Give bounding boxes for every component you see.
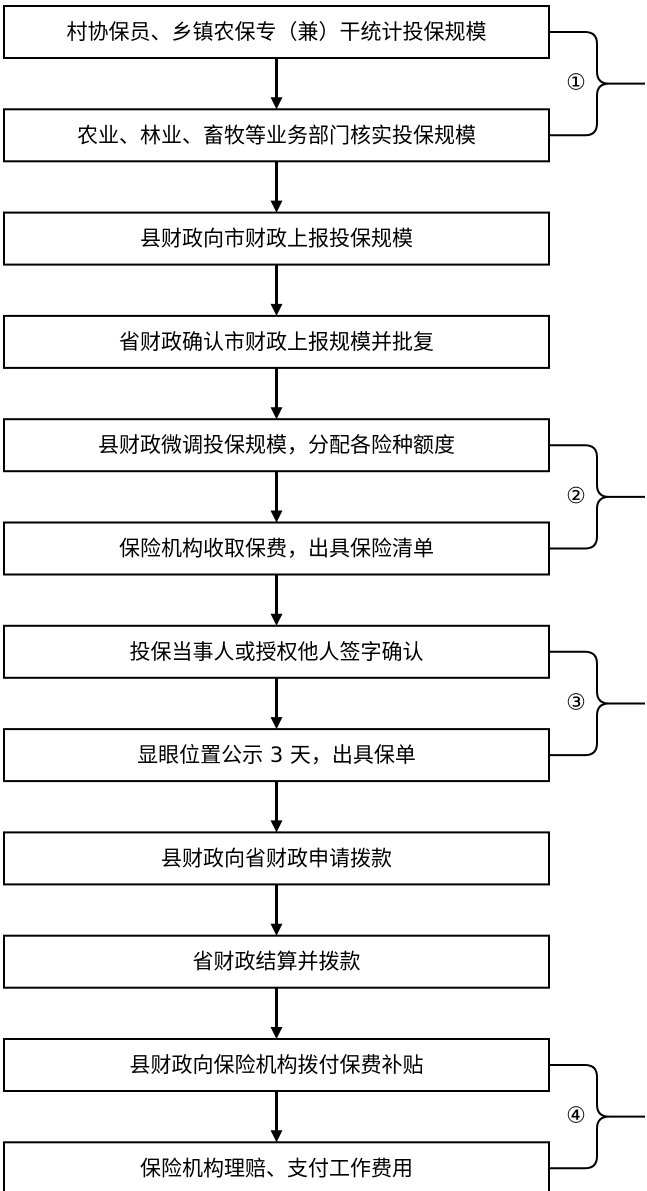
step-label: 农业、林业、畜牧等业务部门核实投保规模 [77, 123, 476, 147]
flow-arrow-head [270, 97, 283, 110]
step-label: 投保当事人或授权他人签字确认 [130, 640, 424, 664]
flow-arrow [270, 884, 283, 936]
flow-arrow [270, 781, 283, 833]
flow-arrow [270, 367, 283, 420]
group-brace-path [549, 444, 645, 550]
flow-arrow-head [270, 407, 283, 420]
step-label: 省财政结算并拨款 [193, 950, 361, 974]
flow-arrow [270, 1091, 283, 1143]
step-box-frame [3, 418, 550, 473]
step-box-5: 县财政微调投保规模，分配各险种额度 [3, 418, 550, 473]
flow-arrow-head [270, 510, 283, 523]
step-label: 显眼位置公示 3 天，出具保单 [137, 743, 416, 767]
step-box-frame [3, 624, 550, 679]
step-box-frame [3, 1141, 550, 1191]
group-brace-2: ② [549, 444, 645, 550]
flow-arrow [270, 161, 283, 213]
step-box-6: 保险机构收取保费，出具保险清单 [3, 521, 550, 576]
flow-arrow [270, 574, 283, 626]
step-box-9: 县财政向省财政申请拨款 [3, 831, 550, 886]
group-marker: ③ [566, 690, 586, 715]
step-box-3: 县财政向市财政上报投保规模 [3, 211, 550, 266]
step-box-8: 显眼位置公示 3 天，出具保单 [3, 728, 550, 783]
flow-arrow-head [270, 303, 283, 316]
step-label: 保险机构理赔、支付工作费用 [140, 1156, 413, 1180]
step-box-4: 省财政确认市财政上报规模并批复 [3, 314, 550, 369]
group-brace-path [549, 1064, 645, 1170]
group-brace-1: ① [549, 31, 645, 137]
group-brace-4: ④ [549, 1064, 645, 1170]
step-box-1: 村协保员、乡镇农保专（兼）干统计投保规模 [3, 5, 550, 59]
boxes-layer: 村协保员、乡镇农保专（兼）干统计投保规模农业、林业、畜牧等业务部门核实投保规模县… [3, 5, 550, 1191]
step-label: 县财政向省财政申请拨款 [161, 846, 392, 870]
group-brace-path [549, 31, 645, 137]
step-box-10: 省财政结算并拨款 [3, 934, 550, 989]
group-marker: ① [566, 71, 586, 96]
braces-layer: ① ② ③ ④ [549, 31, 645, 1170]
step-label: 村协保员、乡镇农保专（兼）干统计投保规模 [67, 20, 487, 44]
group-brace-3: ③ [549, 650, 645, 757]
step-label: 保险机构收取保费，出具保险清单 [119, 537, 434, 561]
step-label: 省财政确认市财政上报规模并批复 [119, 330, 434, 354]
step-label: 县财政向保险机构拨付保费补贴 [130, 1053, 424, 1077]
flow-arrow [270, 471, 283, 523]
flow-arrow-head [270, 717, 283, 730]
flow-arrow-head [270, 820, 283, 833]
flow-arrow [270, 264, 283, 316]
flow-arrow-head [270, 200, 283, 213]
step-box-12: 保险机构理赔、支付工作费用 [3, 1141, 550, 1191]
step-box-frame [3, 1038, 550, 1092]
flow-arrow [270, 987, 283, 1039]
flow-arrow-head [270, 1027, 283, 1039]
flow-arrow-head [270, 923, 283, 936]
group-marker: ② [566, 484, 586, 509]
step-box-7: 投保当事人或授权他人签字确认 [3, 624, 550, 679]
arrows-layer [270, 58, 283, 1143]
step-box-frame [3, 5, 550, 59]
step-box-2: 农业、林业、畜牧等业务部门核实投保规模 [3, 108, 550, 163]
step-box-frame [3, 934, 550, 989]
step-box-frame [3, 831, 550, 886]
step-label: 县财政向市财政上报投保规模 [140, 227, 413, 251]
group-brace-path [549, 650, 645, 757]
flow-arrow-head [270, 613, 283, 626]
group-marker: ④ [566, 1104, 586, 1129]
step-box-11: 县财政向保险机构拨付保费补贴 [3, 1038, 550, 1092]
step-box-frame [3, 521, 550, 576]
step-box-frame [3, 211, 550, 266]
flow-arrow [270, 677, 283, 730]
step-label: 县财政微调投保规模，分配各险种额度 [98, 433, 455, 457]
flow-arrow [270, 58, 283, 110]
step-box-frame [3, 314, 550, 369]
flow-arrow-head [270, 1130, 283, 1143]
step-box-frame [3, 108, 550, 163]
